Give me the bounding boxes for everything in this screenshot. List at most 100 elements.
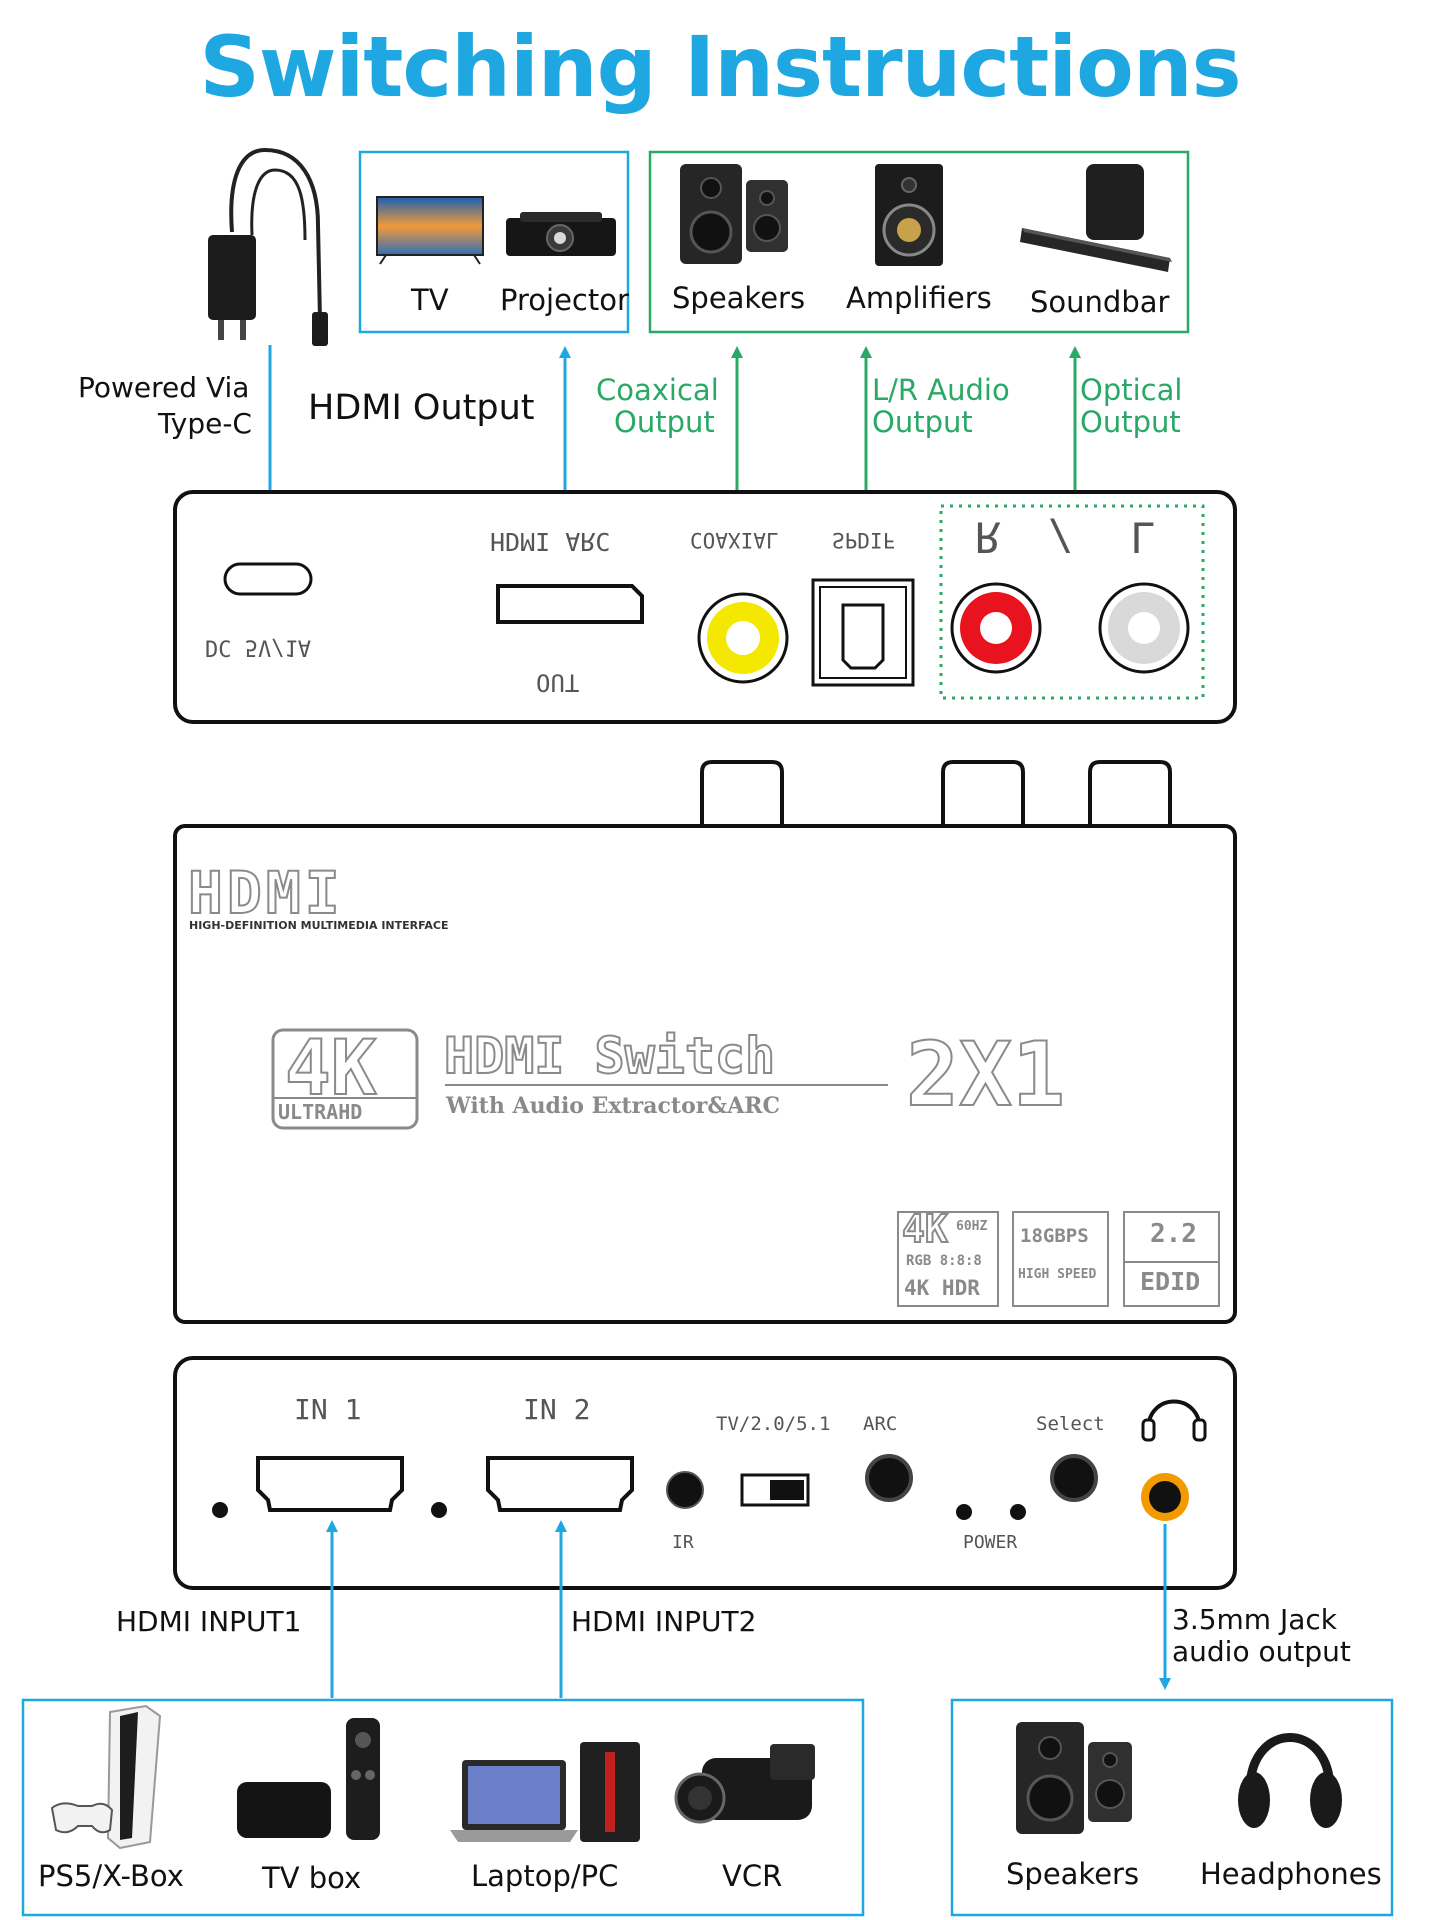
hdmi-output-label: HDMI Output <box>308 388 535 428</box>
power-label-line2: Type-C <box>158 407 252 440</box>
jack-headphones-label: Headphones <box>1200 1857 1382 1891</box>
out-label: OUT <box>536 668 580 697</box>
hdmi-arc-label: HDMI ARC <box>490 526 611 556</box>
output-projector-label: Projector <box>500 283 629 317</box>
product-ratio: 2X1 <box>905 1023 1066 1126</box>
spec-4k-text: 4K <box>901 1206 949 1251</box>
coaxial-label-line1: Coaxical <box>596 373 719 407</box>
in2-label: IN 2 <box>523 1393 591 1426</box>
source-laptop-label: Laptop/PC <box>471 1859 619 1893</box>
hdmi-input2-label: HDMI INPUT2 <box>571 1605 757 1638</box>
jack-label-line2: audio output <box>1172 1635 1351 1668</box>
spec-4k-hdr-text: 4K HDR <box>904 1276 980 1300</box>
power-led-1 <box>956 1504 972 1520</box>
speakers-icon <box>680 164 788 264</box>
jack-speakers-label: Speakers <box>1006 1857 1140 1891</box>
led-1 <box>212 1502 228 1518</box>
spec-edid-text: EDID <box>1140 1267 1201 1296</box>
output-speakers-label: Speakers <box>672 281 806 315</box>
hdmi-arc-port-icon <box>496 584 644 624</box>
badge-4k-text: 4K <box>284 1023 378 1113</box>
spec-rgb-text: RGB 8:8:8 <box>906 1253 982 1269</box>
right-channel-label: R <box>975 512 1001 562</box>
usb-c-port-icon <box>223 562 313 596</box>
jack-audio-device-box <box>950 1698 1394 1917</box>
headphone-icon <box>1141 1399 1207 1442</box>
output-soundbar-label: Soundbar <box>1030 285 1170 319</box>
output-tv-label: TV <box>411 283 449 317</box>
amplifier-icon <box>875 164 943 266</box>
select-label: Select <box>1036 1413 1105 1435</box>
speakers-icon <box>1016 1722 1132 1834</box>
in1-label: IN 1 <box>294 1393 362 1426</box>
switch-knob-2 <box>941 760 1025 826</box>
source-tvbox-label: TV box <box>262 1861 362 1895</box>
spdif-optical-port-icon <box>811 578 915 687</box>
projector-icon <box>506 212 616 256</box>
source-ps5-label: PS5/X-Box <box>38 1859 184 1893</box>
product-name-line2: With Audio Extractor&ARC <box>446 1093 781 1119</box>
power-led-2 <box>1010 1504 1026 1520</box>
audio-output-box <box>648 150 1190 334</box>
badge-4k-frame <box>271 1028 419 1130</box>
lr-label-line1: L/R Audio <box>872 373 1010 407</box>
coaxial-port-label: COAXIAL <box>690 528 779 553</box>
display-output-box <box>358 150 630 334</box>
tv-box-icon <box>237 1718 380 1840</box>
ir-label: IR <box>672 1532 694 1553</box>
spec-badge-18gbps <box>1012 1211 1109 1307</box>
switch-top-face <box>173 824 1237 1324</box>
slash-label: / <box>1048 512 1074 562</box>
power-label: POWER <box>963 1532 1018 1553</box>
hdmi-in1-port-icon <box>256 1456 404 1512</box>
camcorder-icon <box>674 1744 815 1824</box>
front-panel <box>173 1356 1237 1590</box>
power-label-line1: Powered Via <box>78 371 250 404</box>
source-device-box <box>21 1698 865 1917</box>
arc-button[interactable] <box>865 1454 913 1502</box>
hdmi-input1-label: HDMI INPUT1 <box>116 1605 302 1638</box>
lr-label-line2: Output <box>872 405 973 439</box>
source-vcr-label: VCR <box>722 1859 783 1893</box>
optical-label-line1: Optical <box>1080 373 1183 407</box>
spec-high-speed-text: HIGH SPEED <box>1018 1267 1097 1282</box>
coaxial-port-icon <box>697 592 789 684</box>
audio-jack-port-icon <box>1141 1473 1189 1521</box>
spec-badge-edid <box>1123 1211 1220 1307</box>
mode-switch-label: TV/2.0/5.1 <box>716 1413 831 1435</box>
hdmi-in2-port-icon <box>486 1456 634 1512</box>
rca-left-white-port-icon <box>1098 582 1190 674</box>
hdmi-brand-logo: HDMI <box>187 859 344 927</box>
page-title: Switching Instructions <box>199 18 1241 116</box>
select-button[interactable] <box>1050 1454 1098 1502</box>
output-amplifiers-label: Amplifiers <box>846 281 992 315</box>
headphones-icon <box>1238 1733 1342 1828</box>
laptop-pc-icon <box>450 1742 640 1842</box>
ir-sensor-icon <box>666 1471 704 1509</box>
switch-knob-3 <box>1088 760 1172 826</box>
soundbar-icon <box>1020 164 1172 272</box>
usb-c-charger-icon <box>208 147 328 346</box>
tv-icon <box>376 196 484 265</box>
badge-ultrahd-text: ULTRAHD <box>278 1100 363 1124</box>
led-2 <box>431 1502 447 1518</box>
spec-60hz-text: 60HZ <box>956 1219 988 1234</box>
dc-power-label: DC 5V/1A <box>205 634 311 660</box>
left-channel-label: L <box>1130 512 1156 562</box>
mode-toggle-switch[interactable] <box>740 1473 810 1507</box>
switch-knob-1 <box>700 760 784 826</box>
spec-18gbps-text: 18GBPS <box>1020 1225 1089 1247</box>
rear-panel <box>173 490 1237 724</box>
jack-label-line1: 3.5mm Jack <box>1172 1603 1338 1636</box>
arc-label: ARC <box>863 1413 898 1435</box>
spec-22-text: 2.2 <box>1150 1219 1197 1249</box>
spec-badge-4k <box>897 1211 999 1307</box>
spdif-port-label: SPDIF <box>832 528 896 553</box>
lr-audio-group-outline <box>939 504 1205 700</box>
optical-label-line2: Output <box>1080 405 1181 439</box>
coaxial-label-line2: Output <box>614 405 715 439</box>
hdmi-brand-subtitle: HIGH-DEFINITION MULTIMEDIA INTERFACE <box>189 919 449 932</box>
rca-right-red-port-icon <box>950 582 1042 674</box>
